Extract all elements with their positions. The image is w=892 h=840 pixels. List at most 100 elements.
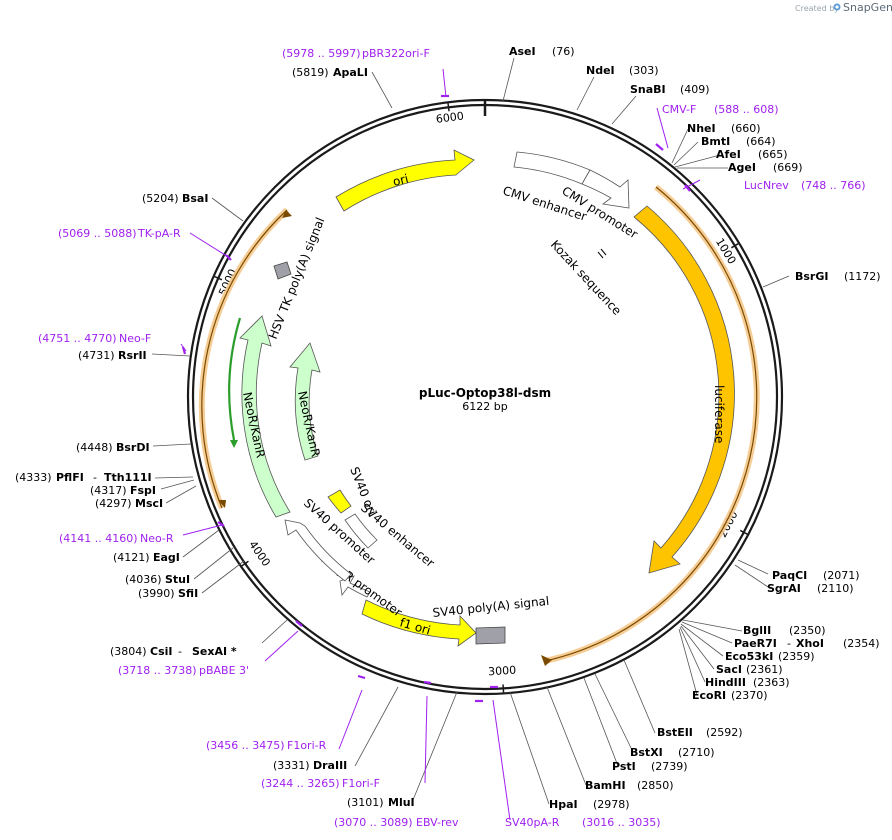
site-label[interactable]: (3101)MluI (347, 796, 415, 809)
site-label[interactable]: PaeR7I- XhoI(2354) (734, 637, 880, 650)
svg-text:EagI: EagI (153, 551, 180, 564)
site-label[interactable]: (4036)StuI (125, 573, 190, 586)
site-label[interactable]: (4317)FspI (90, 484, 156, 497)
neor-kanr-arrow-inner[interactable] (289, 342, 321, 461)
site-label[interactable]: NdeI(303) (586, 64, 659, 77)
site-label[interactable]: (4297)MscI (95, 497, 163, 510)
primer-label[interactable]: (3456 .. 3475)F1ori-R (206, 739, 327, 752)
svg-text:(748 .. 766): (748 .. 766) (801, 179, 866, 192)
site-label[interactable]: AgeI(669) (728, 161, 803, 174)
svg-text:HindIII: HindIII (705, 676, 746, 689)
sv40-polya-box[interactable] (475, 626, 506, 645)
svg-text:(2370): (2370) (731, 689, 768, 702)
svg-text:(2354): (2354) (843, 637, 880, 650)
svg-text:BsrDI: BsrDI (116, 441, 150, 454)
neor-kanr-arrow-outer[interactable] (239, 315, 291, 518)
primer-label[interactable]: (3070 .. 3089)EBV-rev (334, 816, 459, 829)
primer-marks (181, 94, 691, 703)
site-label[interactable]: SacI(2361) (716, 663, 783, 676)
primer-label[interactable]: SV40pA-R(3016 .. 3035) (505, 816, 661, 829)
site-label[interactable]: (5204)BsaI (142, 192, 208, 205)
svg-text:ApaLI: ApaLI (333, 66, 368, 79)
svg-text:(76): (76) (552, 45, 575, 58)
svg-text:PstI: PstI (612, 760, 636, 773)
site-label[interactable]: (3990)SfiI (138, 587, 198, 600)
svg-text:(4036): (4036) (125, 573, 162, 586)
site-label[interactable]: SgrAI(2110) (767, 582, 854, 595)
tick-mark (214, 275, 223, 281)
svg-text:AfeI: AfeI (716, 148, 741, 161)
site-label[interactable]: BglII(2350) (743, 624, 826, 637)
primer-label[interactable]: (3244 .. 3265)F1ori-F (261, 777, 380, 790)
svg-text:F1ori-R: F1ori-R (287, 739, 327, 752)
svg-text:F1ori-F: F1ori-F (342, 777, 380, 790)
site-label[interactable]: BamHI(2850) (585, 779, 674, 792)
primer-label[interactable]: (5978 .. 5997)pBR322ori-F (282, 47, 430, 60)
primer-label[interactable]: (4141 .. 4160)Neo-R (59, 532, 174, 545)
site-label[interactable]: AfeI(665) (716, 148, 788, 161)
primer-label[interactable]: (4751 .. 4770)Neo-F (38, 332, 151, 345)
site-label[interactable]: HpaI(2978) (549, 798, 630, 811)
f1-ori-arrow[interactable] (361, 599, 477, 647)
neo-inner-orf-arrowhead (230, 440, 238, 448)
site-label[interactable]: BstXI(2710) (630, 746, 715, 759)
svg-text:-: - (178, 645, 182, 658)
site-label[interactable]: BstEII(2592) (657, 726, 743, 739)
sv40-ori-box[interactable] (327, 489, 352, 514)
site-label[interactable]: (4121)EagI (113, 551, 180, 564)
site-label[interactable]: EcoRI(2370) (692, 689, 768, 702)
luciferase-feature[interactable] (541, 184, 760, 666)
svg-text:(2361): (2361) (746, 663, 783, 676)
watermark-brand: SnapGene (843, 1, 892, 14)
site-label[interactable]: (4448)BsrDI (76, 441, 150, 454)
feature-label-kozak: Kozak sequence (548, 237, 624, 317)
svg-text:SexAI *: SexAI * (192, 645, 237, 658)
kozak-mark-2 (600, 248, 607, 256)
site-label[interactable]: AseI(76) (509, 45, 575, 58)
tick-mark (241, 560, 249, 567)
svg-text:DraIII: DraIII (313, 759, 347, 772)
feature-label-luciferase: luciferase (712, 385, 726, 443)
site-label[interactable]: (4731)RsrII (78, 349, 147, 362)
sv40-promoter-arrow[interactable] (284, 519, 352, 582)
luciferase-arrow[interactable] (633, 205, 735, 574)
svg-text:(4297): (4297) (95, 497, 132, 510)
site-label[interactable]: (4333)PflFI- Tth111I (15, 471, 152, 484)
site-label[interactable]: PstI(2739) (612, 760, 688, 773)
svg-text:StuI: StuI (165, 573, 190, 586)
primer-label[interactable]: LucNrev(748 .. 766) (744, 179, 866, 192)
neo-orf-line (201, 209, 288, 509)
site-label[interactable]: PaqCI(2071) (772, 569, 860, 582)
svg-text:BmtI: BmtI (701, 135, 730, 148)
tick-mark (730, 243, 739, 249)
ori-arrow[interactable] (335, 149, 475, 212)
site-label[interactable]: BmtI(664) (701, 135, 776, 148)
site-label[interactable]: (3331)DraIII (273, 759, 347, 772)
svg-text:CMV-F: CMV-F (662, 103, 696, 116)
cmv-promoter-arrow[interactable] (581, 169, 630, 209)
site-label[interactable]: NheI(660) (687, 122, 761, 135)
hsv-tk-polya-box[interactable] (273, 261, 292, 280)
svg-text:(3990): (3990) (138, 587, 175, 600)
neo-orf-arrowhead (282, 210, 292, 218)
sv40-enhancer-box[interactable] (344, 513, 378, 549)
svg-text:BsrGI: BsrGI (795, 270, 828, 283)
svg-text:(409): (409) (680, 83, 710, 96)
feature-label-sv40-ori: SV40 ori (347, 465, 379, 517)
site-label[interactable]: (5819)ApaLI (292, 66, 368, 79)
primer-label[interactable]: (5069 .. 5088)TK-pA-R (58, 227, 181, 240)
site-label[interactable]: SnaBI(409) (630, 83, 710, 96)
primer-label[interactable]: (3718 .. 3738)pBABE 3' (118, 664, 249, 677)
cmv-enhancer-arrow[interactable] (513, 151, 591, 185)
site-label[interactable]: (3804)CsiI- SexAI * (110, 645, 237, 658)
svg-text:Eco53kI: Eco53kI (725, 650, 773, 663)
backbone (186, 98, 784, 696)
site-label[interactable]: Eco53kI(2359) (725, 650, 815, 663)
primer-label[interactable]: CMV-F(588 .. 608) (662, 103, 779, 116)
site-label[interactable]: HindIII(2363) (705, 676, 790, 689)
svg-text:Neo-F: Neo-F (119, 332, 151, 345)
svg-text:(5204): (5204) (142, 192, 179, 205)
neo-inner-orf-line (228, 317, 242, 441)
site-label[interactable]: BsrGI(1172) (795, 270, 881, 283)
